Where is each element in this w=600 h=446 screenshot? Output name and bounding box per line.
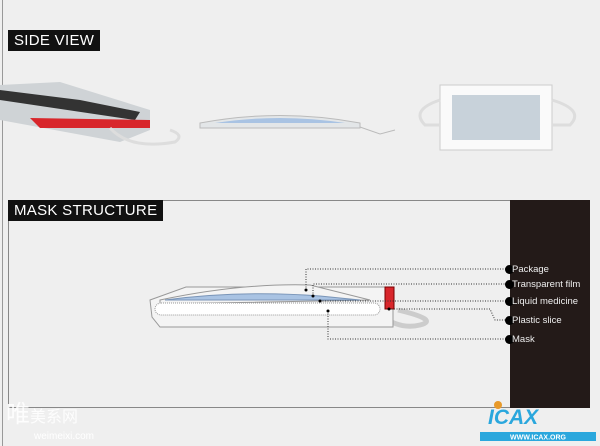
label-liquid-medicine: Liquid medicine <box>504 296 579 307</box>
watermark: 唯美系网 <box>6 401 79 428</box>
left-border <box>2 0 3 446</box>
mask-package-angled-image <box>0 82 181 146</box>
svg-text:WWW.ICAX.ORG: WWW.ICAX.ORG <box>510 435 567 442</box>
icax-logo: ICAX WWW.ICAX.ORG <box>480 401 596 442</box>
label-transparent-film: Transparent film <box>504 279 581 290</box>
label-package: Package <box>505 264 549 275</box>
label-plastic-slice: Plastic slice <box>505 315 562 326</box>
plastic-slice <box>384 286 395 310</box>
watermark-url: weimeixi.com <box>34 431 95 442</box>
label-mask: Mask <box>505 334 535 345</box>
mask-structure-heading: MASK STRUCTURE <box>8 200 164 221</box>
side-view-heading: SIDE VIEW <box>8 30 101 51</box>
mask-package-front-image <box>418 84 576 151</box>
svg-text:ICAX: ICAX <box>488 406 540 429</box>
dark-label-panel <box>510 200 590 408</box>
mask-package-side-image <box>199 115 396 135</box>
liquid-medicine <box>164 293 361 301</box>
mask-layer <box>154 302 381 316</box>
